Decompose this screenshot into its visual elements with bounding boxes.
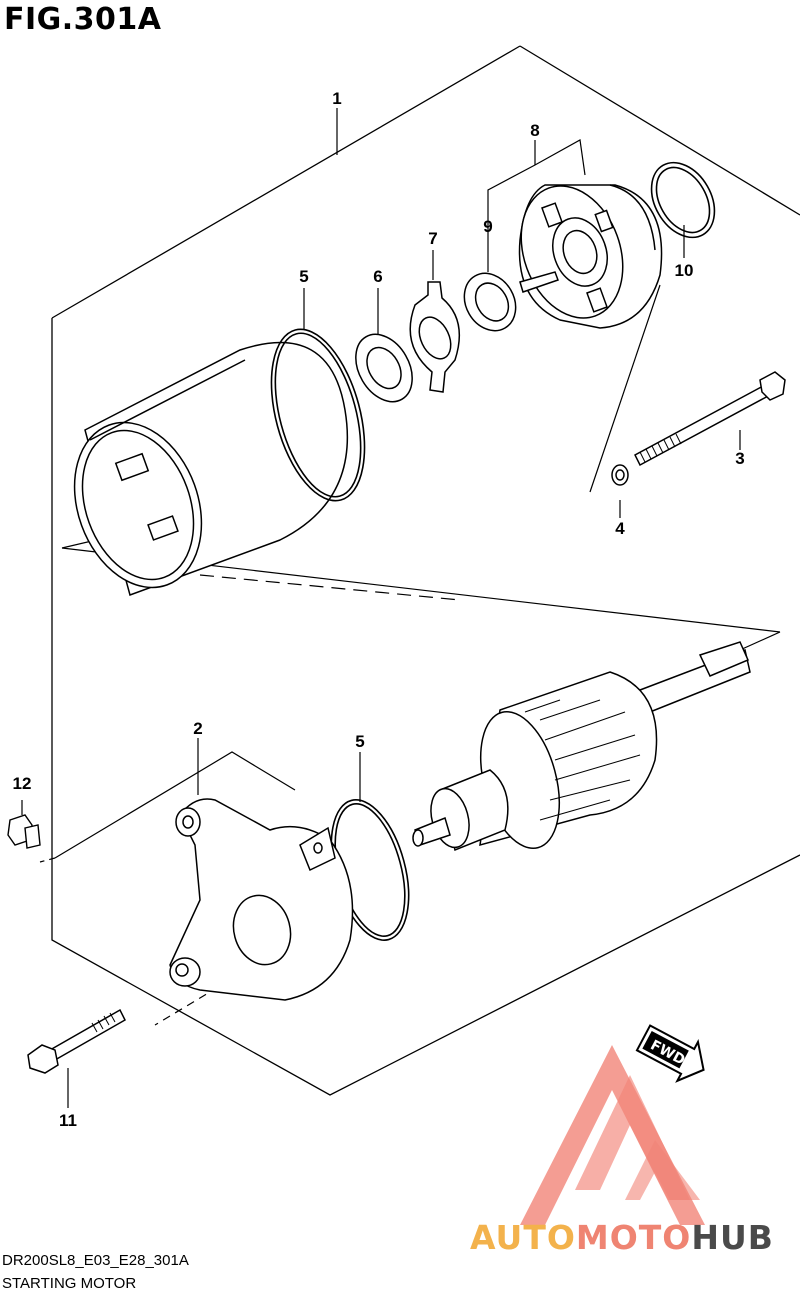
callout-8: 8 — [530, 121, 540, 140]
armature — [412, 641, 751, 852]
o-ring-top — [270, 328, 366, 502]
callout-5-top: 5 — [299, 267, 309, 286]
fwd-arrow: FWD — [635, 1024, 705, 1083]
callout-5-bottom: 5 — [355, 732, 365, 751]
mounting-bolt-11 — [27, 1008, 126, 1074]
watermark-logo — [520, 1045, 705, 1225]
callout-4: 4 — [615, 519, 625, 538]
watermark-auto: AUTO — [470, 1218, 576, 1257]
brush-holder-8 — [518, 184, 663, 329]
callout-3: 3 — [735, 449, 745, 468]
housing-bolt-3 — [634, 371, 786, 467]
yoke-housing — [73, 341, 349, 596]
callout-6: 6 — [373, 267, 383, 286]
callout-11: 11 — [59, 1111, 77, 1130]
callout-10: 10 — [674, 261, 694, 280]
figure-subtitle: STARTING MOTOR — [2, 1275, 137, 1292]
callout-9: 9 — [483, 217, 493, 236]
watermark-moto: MOTO — [575, 1218, 692, 1257]
leader-lines — [21, 108, 781, 1108]
watermark-text: AUTOMOTOHUB — [470, 1218, 774, 1257]
watermark-hub: HUB — [691, 1218, 774, 1257]
nut-12 — [7, 814, 41, 849]
figure-title: FIG.301A — [4, 2, 162, 37]
callout-7: 7 — [428, 229, 438, 248]
front-housing-2 — [169, 798, 354, 1001]
assembly-outline — [51, 45, 800, 1096]
o-ring-10 — [650, 161, 716, 239]
oil-seal-9 — [463, 272, 517, 332]
callout-1: 1 — [332, 89, 342, 108]
washer-4 — [611, 464, 629, 486]
callout-12: 12 — [12, 774, 32, 793]
washer-6 — [355, 333, 413, 403]
callout-2: 2 — [193, 719, 203, 738]
figure-code: DR200SL8_E03_E28_301A — [2, 1252, 189, 1269]
lock-plate-7 — [409, 281, 461, 393]
